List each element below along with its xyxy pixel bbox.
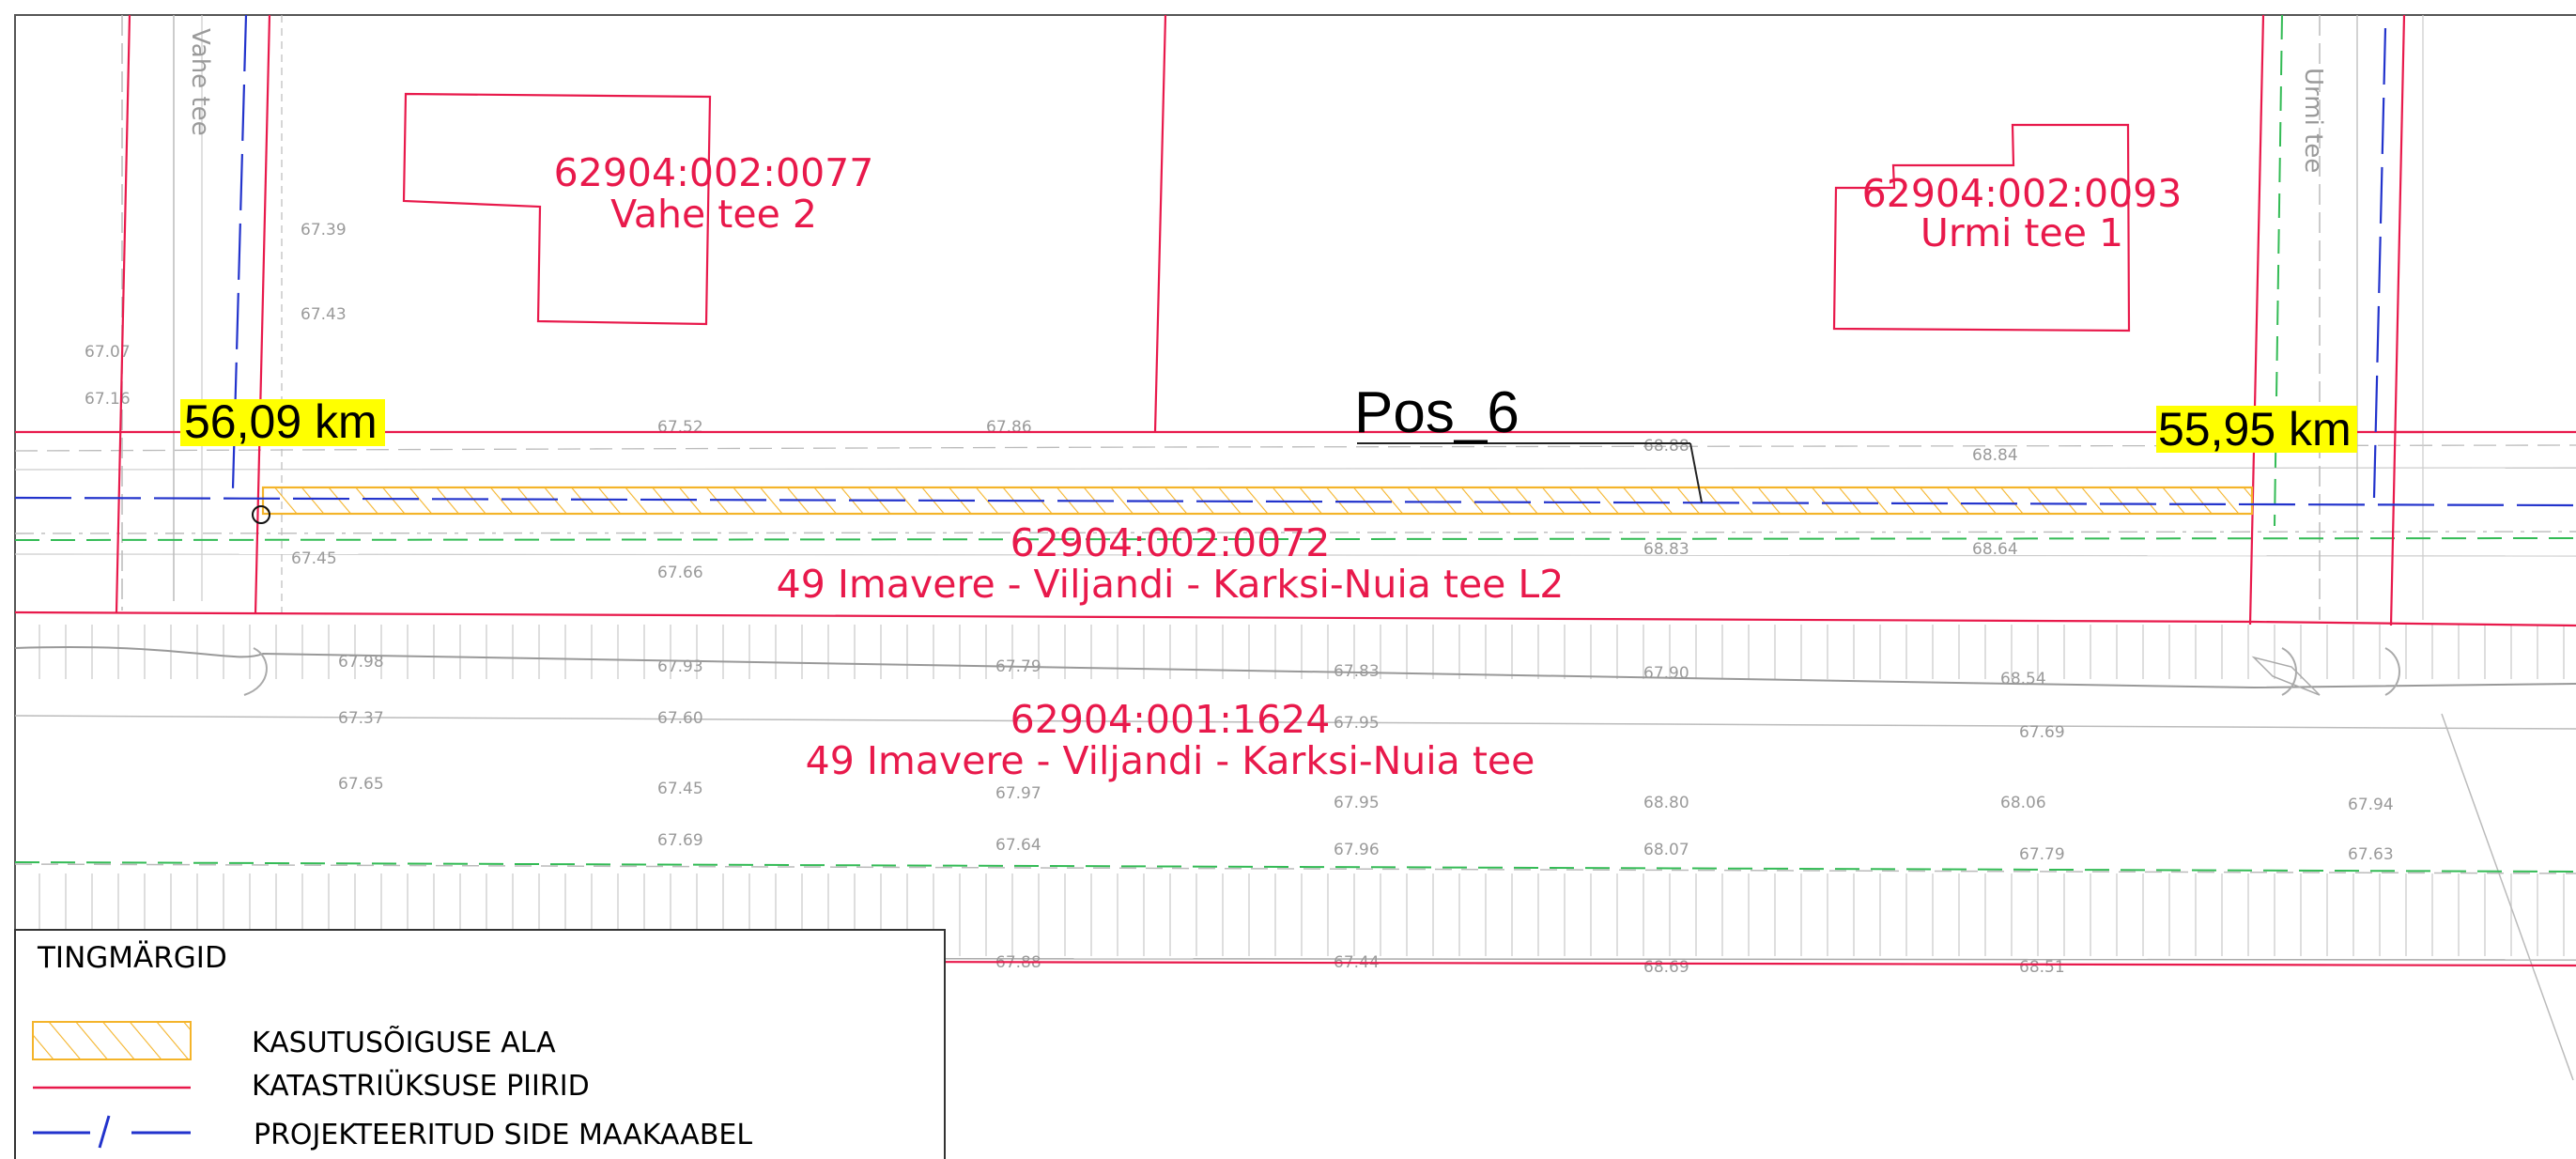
chainage-left-label: 56,09 km — [184, 395, 378, 448]
svg-text:68.51: 68.51 — [2019, 958, 2065, 977]
svg-text:67.66: 67.66 — [657, 564, 703, 582]
parcel-id: 62904:001:1624 — [1010, 697, 1331, 742]
svg-text:67.16: 67.16 — [85, 390, 131, 409]
svg-text:68.07: 68.07 — [1643, 841, 1689, 859]
chainage-right: 55,95 km — [2156, 403, 2357, 456]
parcel-vahe-tee-2: 62904:002:0077 Vahe tee 2 — [554, 150, 874, 237]
legend-item-easement: KASUTUSÕIGUSE ALA — [252, 1025, 556, 1059]
street-label-vahe: Vahe tee — [186, 28, 214, 136]
legend-title: TINGMÄRGID — [37, 941, 227, 975]
svg-text:67.63: 67.63 — [2348, 845, 2394, 864]
svg-text:67.95: 67.95 — [1334, 714, 1380, 733]
street-label-urmi: Urmi tee — [2299, 68, 2327, 173]
legend-cable-line — [33, 1115, 191, 1149]
svg-text:67.83: 67.83 — [1334, 662, 1380, 681]
map-frame — [14, 14, 2576, 1159]
svg-text:67.94: 67.94 — [2348, 796, 2394, 814]
parcel-name: Vahe tee 2 — [610, 192, 817, 237]
chainage-right-label: 55,95 km — [2158, 403, 2352, 456]
cadastral-boundaries — [14, 14, 2576, 967]
svg-text:67.45: 67.45 — [657, 780, 703, 798]
legend-item-cable: PROJEKTEERITUD SIDE MAAKAABEL — [254, 1119, 752, 1151]
svg-text:68.54: 68.54 — [2000, 670, 2046, 688]
svg-text:68.69: 68.69 — [1643, 958, 1689, 977]
svg-text:67.65: 67.65 — [338, 775, 384, 794]
legend-hatch-swatch — [32, 1021, 192, 1060]
parcel-id: 62904:002:0077 — [554, 150, 874, 195]
svg-text:67.07: 67.07 — [85, 343, 131, 362]
svg-text:67.43: 67.43 — [301, 305, 347, 324]
chainage-left: 56,09 km — [180, 395, 385, 448]
easement-area — [261, 486, 2254, 516]
green-offset-lines — [14, 14, 2576, 873]
svg-text:67.69: 67.69 — [657, 831, 703, 850]
svg-text:68.80: 68.80 — [1643, 794, 1689, 812]
svg-text:67.96: 67.96 — [1334, 841, 1380, 859]
parcel-id: 62904:002:0072 — [1010, 520, 1331, 565]
svg-text:67.97: 67.97 — [995, 784, 1041, 803]
svg-text:67.98: 67.98 — [338, 653, 384, 672]
svg-text:67.39: 67.39 — [301, 221, 347, 240]
legend: TINGMÄRGID KASUTUSÕIGUSE ALA KATASTRIÜKS… — [14, 929, 946, 1159]
svg-text:68.06: 68.06 — [2000, 794, 2046, 812]
parcel-id: 62904:002:0093 — [1862, 171, 2183, 216]
svg-text:67.37: 67.37 — [338, 709, 384, 728]
position-callout: Pos_6 — [1354, 380, 1703, 503]
position-label: Pos_6 — [1354, 380, 1519, 445]
parcel-name: Urmi tee 1 — [1920, 210, 2123, 255]
svg-text:67.86: 67.86 — [986, 418, 1032, 437]
cable-junction-marker — [252, 505, 270, 524]
svg-text:68.84: 68.84 — [1972, 446, 2018, 465]
svg-text:67.90: 67.90 — [1643, 664, 1689, 683]
parcel-name: 49 Imavere - Viljandi - Karksi-Nuia tee — [806, 738, 1535, 783]
legend-item-boundary: KATASTRIÜKSUSE PIIRID — [252, 1069, 590, 1103]
parcel-urmi-tee-1: 62904:002:0093 Urmi tee 1 — [1862, 171, 2183, 255]
svg-text:67.69: 67.69 — [2019, 723, 2065, 742]
svg-text:67.45: 67.45 — [291, 549, 337, 568]
svg-text:68.88: 68.88 — [1643, 437, 1689, 456]
svg-text:68.64: 68.64 — [1972, 540, 2018, 559]
parcel-road-main: 62904:001:1624 49 Imavere - Viljandi - K… — [806, 697, 1535, 783]
svg-text:67.95: 67.95 — [1334, 794, 1380, 812]
svg-text:68.83: 68.83 — [1643, 540, 1689, 559]
parcel-name: 49 Imavere - Viljandi - Karksi-Nuia tee … — [777, 562, 1565, 607]
svg-text:67.79: 67.79 — [995, 657, 1041, 676]
parcel-road-l2: 62904:002:0072 49 Imavere - Viljandi - K… — [777, 520, 1565, 607]
svg-text:67.79: 67.79 — [2019, 845, 2065, 864]
svg-text:67.93: 67.93 — [657, 657, 703, 676]
svg-text:67.64: 67.64 — [995, 836, 1041, 855]
svg-text:67.60: 67.60 — [657, 709, 703, 728]
svg-text:67.52: 67.52 — [657, 418, 703, 437]
